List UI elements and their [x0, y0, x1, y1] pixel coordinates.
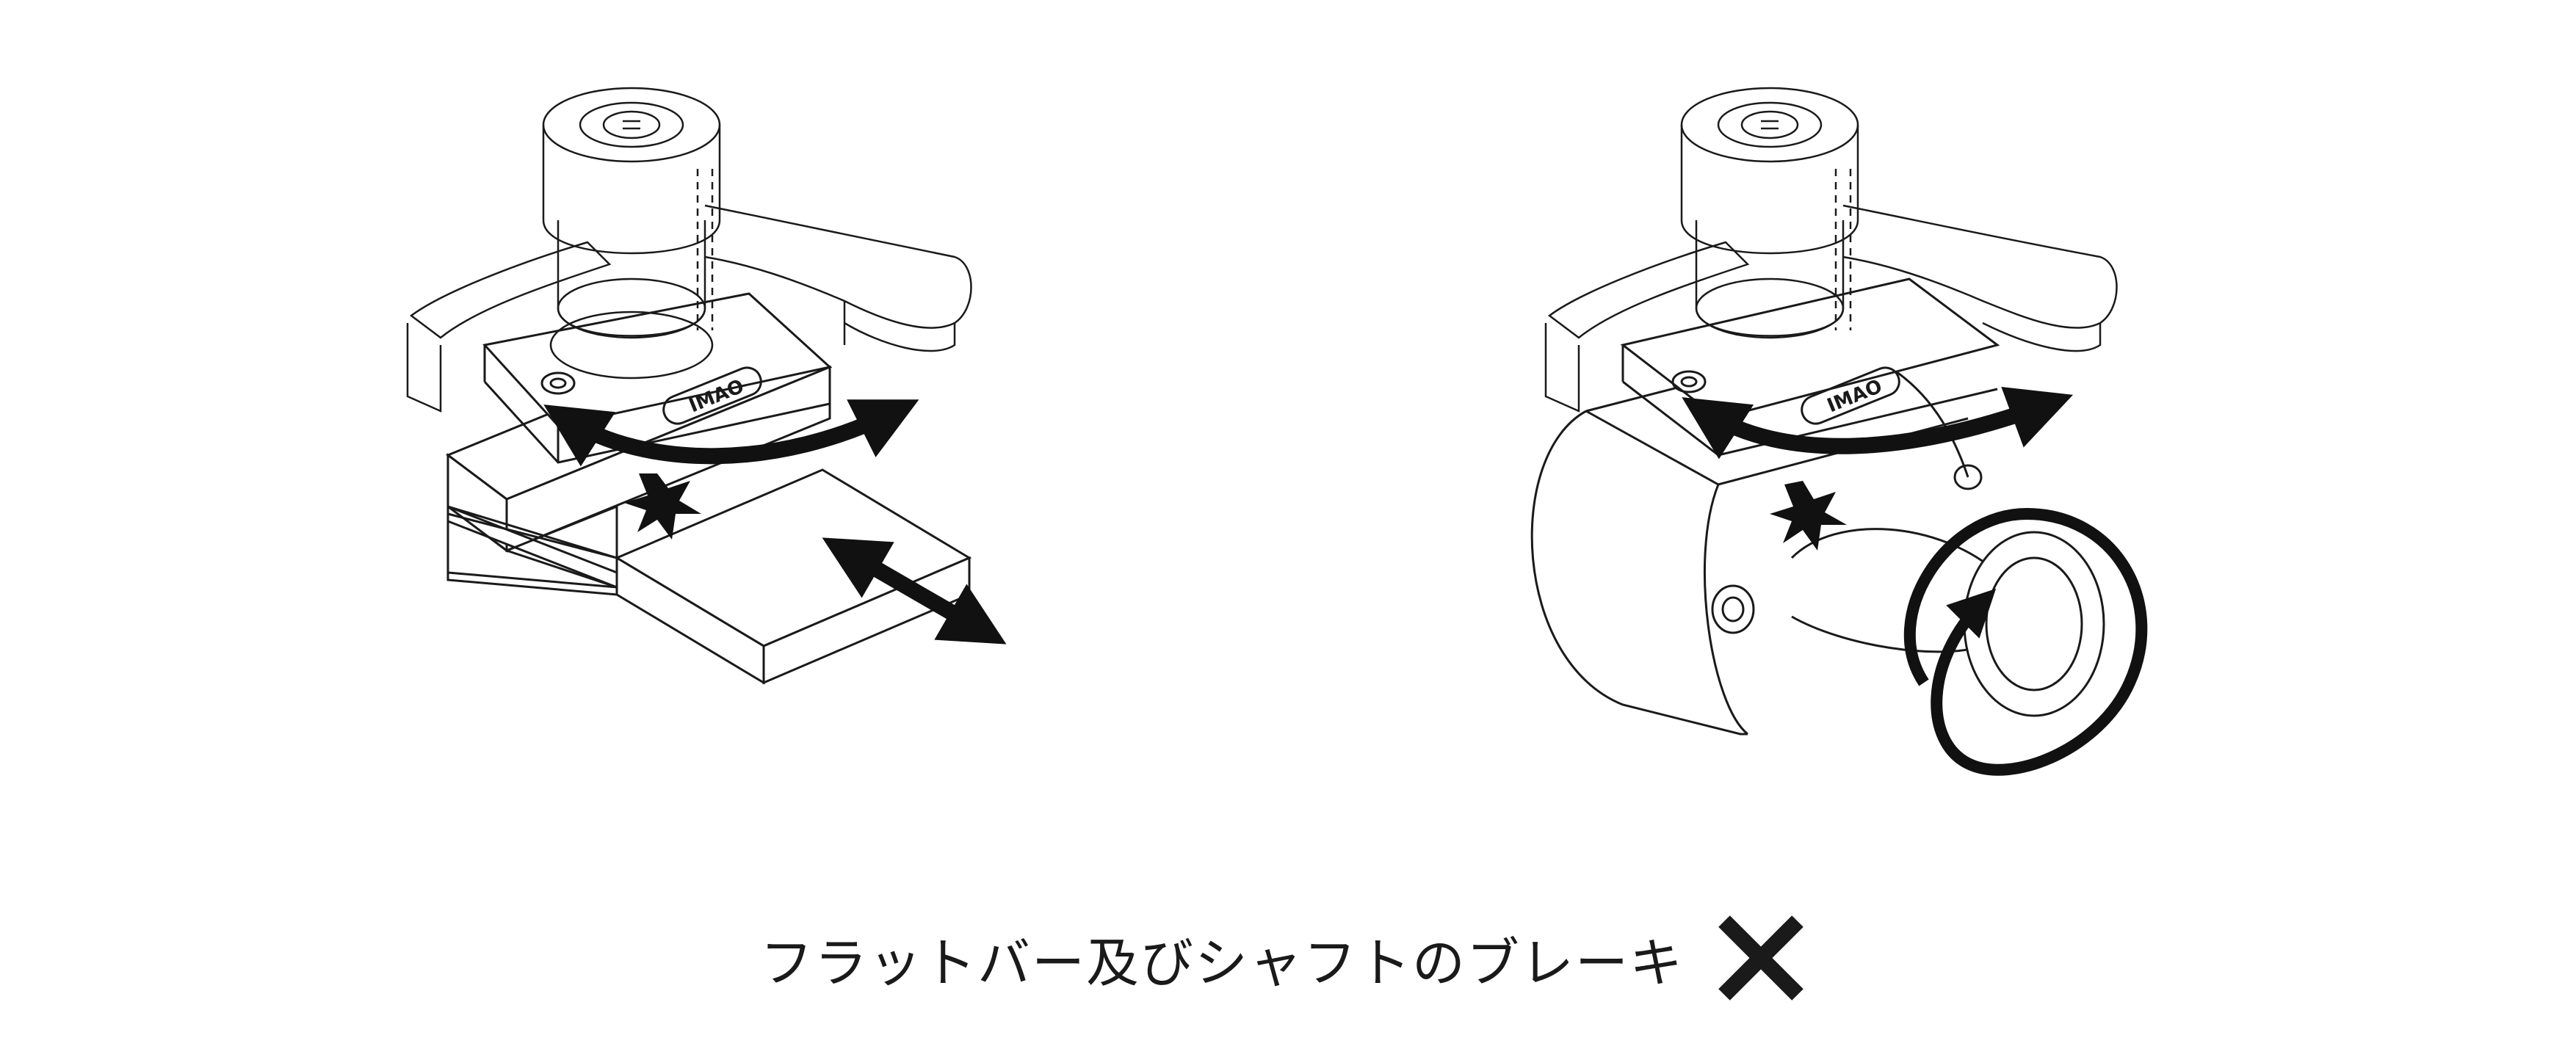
- left-clamp-illustration: IMAO: [406, 87, 972, 685]
- left-rotation-arrow: [543, 399, 919, 467]
- left-slide-arrow: [822, 537, 1007, 645]
- right-shaft-rotation-arrow: [1903, 507, 2148, 776]
- knob-right: [1680, 87, 1859, 339]
- right-rotation-arrow: [1682, 386, 2074, 460]
- caption: フラットバー及びシャフトのブレーキ: [0, 903, 2576, 1013]
- knob: [542, 87, 721, 380]
- right-burst-icon: [1770, 481, 1847, 551]
- cross-icon: [1718, 915, 1803, 1001]
- caption-text: フラットバー及びシャフトのブレーキ: [759, 932, 1684, 994]
- lever-handle-right: [1544, 204, 2118, 413]
- clamp-block-right: [1620, 277, 2000, 490]
- lever-handle: [406, 204, 972, 413]
- left-burst-icon: [624, 473, 701, 540]
